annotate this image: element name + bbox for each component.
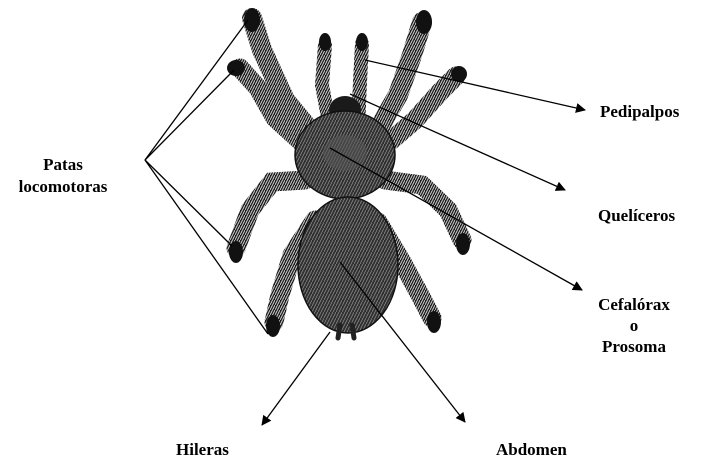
label-pedipalpos: Pedipalpos: [600, 101, 679, 123]
label-patas-line1: Patas: [8, 154, 118, 176]
label-abdomen: Abdomen: [496, 439, 567, 461]
hileras-arrow: [262, 332, 330, 425]
abdomen-arrow: [340, 262, 465, 422]
label-cefalorax: Cefalórax o Prosoma: [584, 294, 684, 357]
tarantula-illustration: [227, 8, 470, 338]
label-patas-line2: locomotoras: [8, 176, 118, 198]
label-cefalorax-line2: o: [584, 315, 684, 336]
label-queliceros: Quelíceros: [598, 205, 675, 227]
abdomen-illustration: [298, 197, 398, 333]
label-hileras: Hileras: [176, 439, 229, 461]
label-cefalorax-line3: Prosoma: [584, 336, 684, 357]
label-patas-locomotoras: Patas locomotoras: [8, 154, 118, 198]
label-cefalorax-line1: Cefalórax: [584, 294, 684, 315]
